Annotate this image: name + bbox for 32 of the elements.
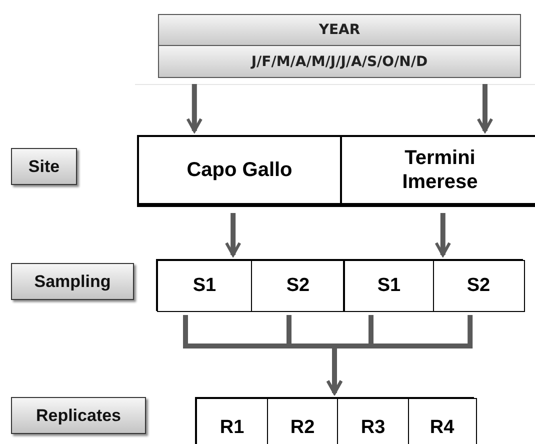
row-label-box [11, 263, 134, 300]
row-label-box [11, 397, 146, 434]
node-label: S1 [377, 275, 401, 297]
group-box [195, 397, 474, 444]
table-cell [250, 260, 346, 312]
site-cell [340, 135, 535, 207]
arrow [186, 84, 203, 132]
node-label: S2 [466, 275, 490, 297]
node-label: Replicates [36, 406, 122, 426]
node-label: Termini Imerese [401, 146, 479, 194]
group-box [156, 259, 344, 311]
header-box [158, 45, 521, 78]
node-label: S1 [192, 275, 216, 297]
arrow [224, 213, 242, 256]
node-label: R1 [220, 417, 244, 439]
group-box [343, 259, 523, 311]
node-label: R2 [290, 417, 315, 439]
node-label: S2 [286, 275, 310, 297]
row-label-box [11, 148, 77, 185]
header-box [158, 14, 521, 46]
site-cell [137, 135, 342, 207]
node-label: J/F/M/A/M/J/J/A/S/O/N/D [251, 54, 428, 70]
arrow [326, 315, 473, 394]
table-cell [432, 260, 524, 312]
node-label: Capo Gallo [186, 158, 292, 182]
node-label: R3 [360, 417, 386, 439]
node-label: Site [28, 156, 60, 176]
arrow [434, 213, 452, 256]
node-label: Sampling [34, 272, 111, 292]
node-label: R4 [430, 417, 454, 439]
node-label: YEAR [318, 22, 360, 38]
arrow [476, 84, 494, 132]
